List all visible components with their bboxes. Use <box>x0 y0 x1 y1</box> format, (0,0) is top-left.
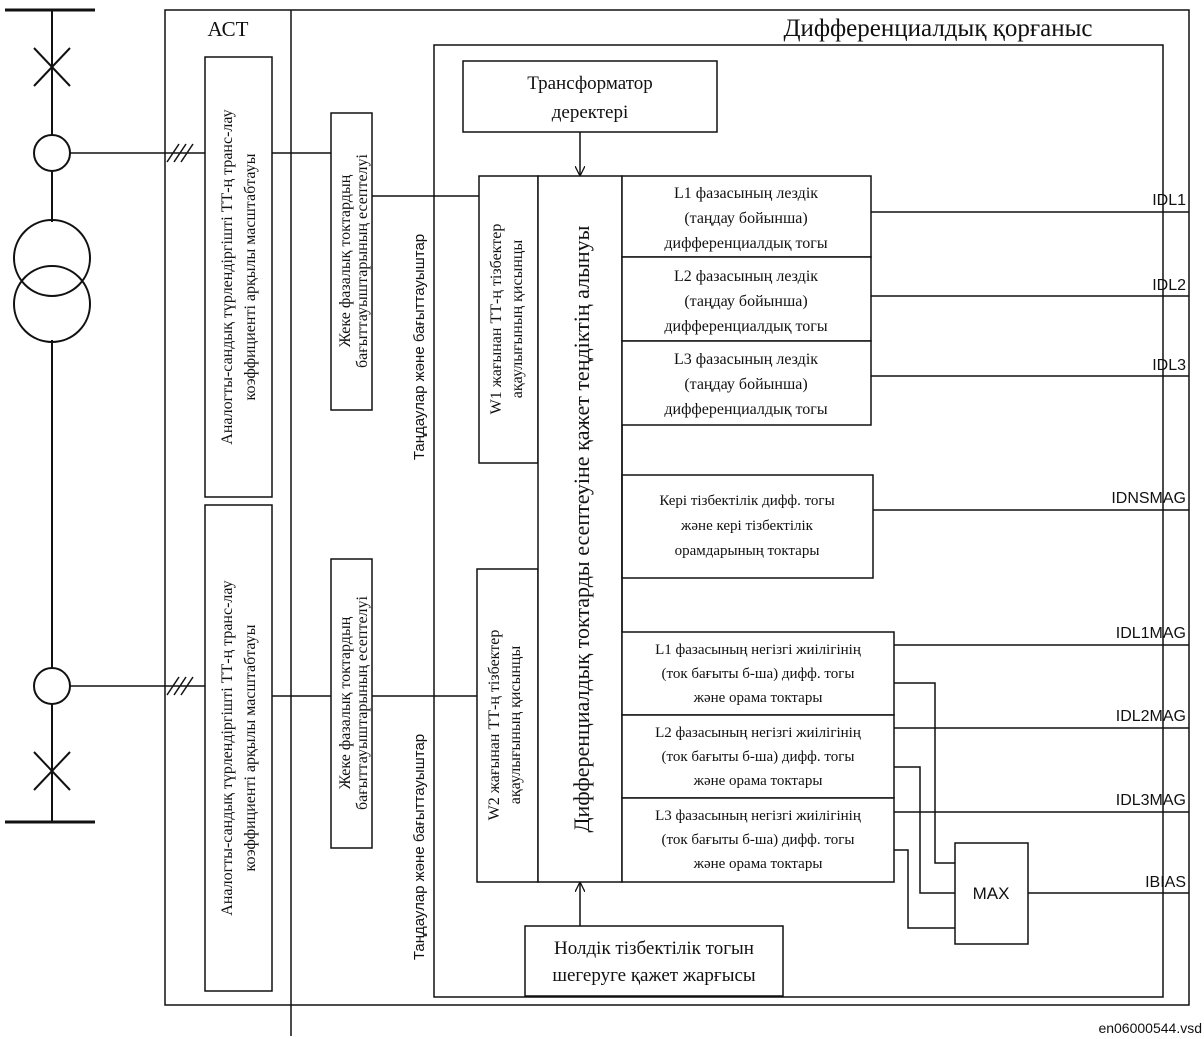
phasor-label-bottom-1: Жеке фазалық токтардың <box>337 616 354 789</box>
max-block <box>954 842 1029 945</box>
w1-label-1: W1 жағынан ТТ-ң тізбектер <box>488 224 505 415</box>
output-idl2: IDL2 <box>1152 277 1186 294</box>
selection-label-bottom: Таңдаулар және бағыттауыштар <box>411 734 428 960</box>
transformer-data-block <box>462 60 718 133</box>
w1-ct-supervision-block <box>478 175 539 464</box>
wire-fund-l3-to-max <box>894 849 955 929</box>
adc-scaling-label-bottom-2: коэффициенті арқылы масштабтауы <box>242 624 259 871</box>
neg-seq-label-3: орамдарының токтары <box>675 543 820 559</box>
adc-scaling-block-top <box>204 56 273 498</box>
breaker-top-icon <box>33 47 71 87</box>
transformer-data-label-2: деректері <box>552 102 629 123</box>
zero-sequence-label-1: Нолдік тізбектілік тогын <box>554 938 754 959</box>
adc-scaling-label-bottom-1: Аналогты-сандық түрлендіргішті ТТ-ң тран… <box>219 580 236 915</box>
ct-top-icon <box>33 134 71 172</box>
inst-diff-l2-label-2: (таңдау бойынша) <box>684 293 807 310</box>
act-label: АСТ <box>208 17 249 41</box>
inst-diff-l1-label-3: дифференциалдық тогы <box>664 235 827 252</box>
transformer-data-label-1: Трансформатор <box>527 73 653 94</box>
fund-diff-l1-block <box>621 631 895 716</box>
wire-fund-l2-to-max <box>894 766 955 894</box>
fund-diff-l3-block <box>621 797 895 883</box>
drawing-reference: en06000544.vsd <box>1098 1020 1202 1036</box>
phasor-label-top-1: Жеке фазалық токтардың <box>337 174 354 347</box>
phasor-label-top-2: бағыттауыштарының есептелуі <box>354 153 371 368</box>
adc-scaling-label-top-1: Аналогты-сандық түрлендіргішті ТТ-ң тран… <box>219 109 236 444</box>
fund-diff-l1-label-3: және орама токтары <box>693 690 823 706</box>
w2-ct-supervision-block <box>476 568 539 883</box>
fund-diff-l3-label-2: (ток бағыты б-ша) дифф. тогы <box>662 832 855 848</box>
phasor-block-top <box>330 112 373 411</box>
breaker-bottom-icon <box>33 751 71 791</box>
three-phase-mark-bottom-icon <box>166 676 194 696</box>
ied-frame <box>164 9 1190 1006</box>
equation-calculation-block <box>537 175 623 883</box>
inst-diff-l1-label-1: L1 фазасының лездік <box>674 185 818 202</box>
ct-bottom-icon <box>33 667 71 705</box>
fund-diff-l3-label-1: L3 фазасының негізгі жиілігінің <box>655 808 861 824</box>
diagram-title: Дифференциалдық қорғаныс <box>784 15 1093 42</box>
output-idl3mag: IDL3MAG <box>1116 792 1186 809</box>
output-idl1: IDL1 <box>1152 192 1186 209</box>
max-label: MAX <box>973 884 1010 903</box>
inst-diff-l1-label-2: (таңдау бойынша) <box>684 210 807 227</box>
inst-diff-l3-label-3: дифференциалдық тогы <box>664 401 827 418</box>
function-frame <box>433 44 1164 998</box>
fund-diff-l1-label-2: (ток бағыты б-ша) дифф. тогы <box>662 666 855 682</box>
adc-scaling-label-top-2: коэффициенті арқылы масштабтауы <box>242 153 259 400</box>
inst-diff-l3-label-2: (таңдау бойынша) <box>684 376 807 393</box>
equation-calculation-label: Дифференциалдық токтарды есептеуіне қаже… <box>569 225 594 832</box>
fund-diff-l2-label-1: L2 фазасының негізгі жиілігінің <box>655 725 861 741</box>
fund-diff-l2-block <box>621 714 895 799</box>
primary-circuit <box>5 8 205 824</box>
power-transformer-icon <box>13 219 91 343</box>
w1-label-2: ақаулығының қисынцы <box>509 240 526 399</box>
inst-diff-l2-label-3: дифференциалдық тогы <box>664 318 827 335</box>
three-phase-mark-top-icon <box>166 143 194 163</box>
output-idl2mag: IDL2MAG <box>1116 708 1186 725</box>
inst-diff-l2-block <box>621 256 872 342</box>
output-idl1mag: IDL1MAG <box>1116 625 1186 642</box>
adc-scaling-block-bottom <box>204 504 273 992</box>
fund-diff-l3-label-3: және орама токтары <box>693 856 823 872</box>
wire-fund-l1-to-max <box>894 682 955 864</box>
neg-seq-label-1: Кері тізбектілік дифф. тогы <box>659 493 834 509</box>
phasor-block-bottom <box>330 558 373 849</box>
fund-diff-l2-label-2: (ток бағыты б-ша) дифф. тогы <box>662 749 855 765</box>
phasor-label-bottom-2: бағыттауыштарының есептелуі <box>354 595 371 810</box>
zero-sequence-block <box>524 925 784 997</box>
neg-seq-label-2: және кері тізбектілік <box>680 518 814 534</box>
w2-label-2: ақаулығының қисынцы <box>507 646 524 805</box>
inst-diff-l2-label-1: L2 фазасының лездік <box>674 268 818 285</box>
output-idnsmag: IDNSMAG <box>1111 490 1186 507</box>
fund-diff-l1-label-1: L1 фазасының негізгі жиілігінің <box>655 642 861 658</box>
fund-diff-l2-label-3: және орама токтары <box>693 773 823 789</box>
selection-label-top: Таңдаулар және бағыттауыштар <box>411 234 428 460</box>
zero-sequence-label-2: шегеруге қажет жарғысы <box>552 965 756 986</box>
w2-label-1: W2 жағынан ТТ-ң тізбектер <box>486 630 503 821</box>
inst-diff-l3-label-1: L3 фазасының лездік <box>674 351 818 368</box>
output-ibias: IBIAS <box>1145 874 1186 891</box>
inst-diff-l3-block <box>621 340 872 426</box>
output-idl3: IDL3 <box>1152 357 1186 374</box>
inst-diff-l1-block <box>621 175 872 258</box>
